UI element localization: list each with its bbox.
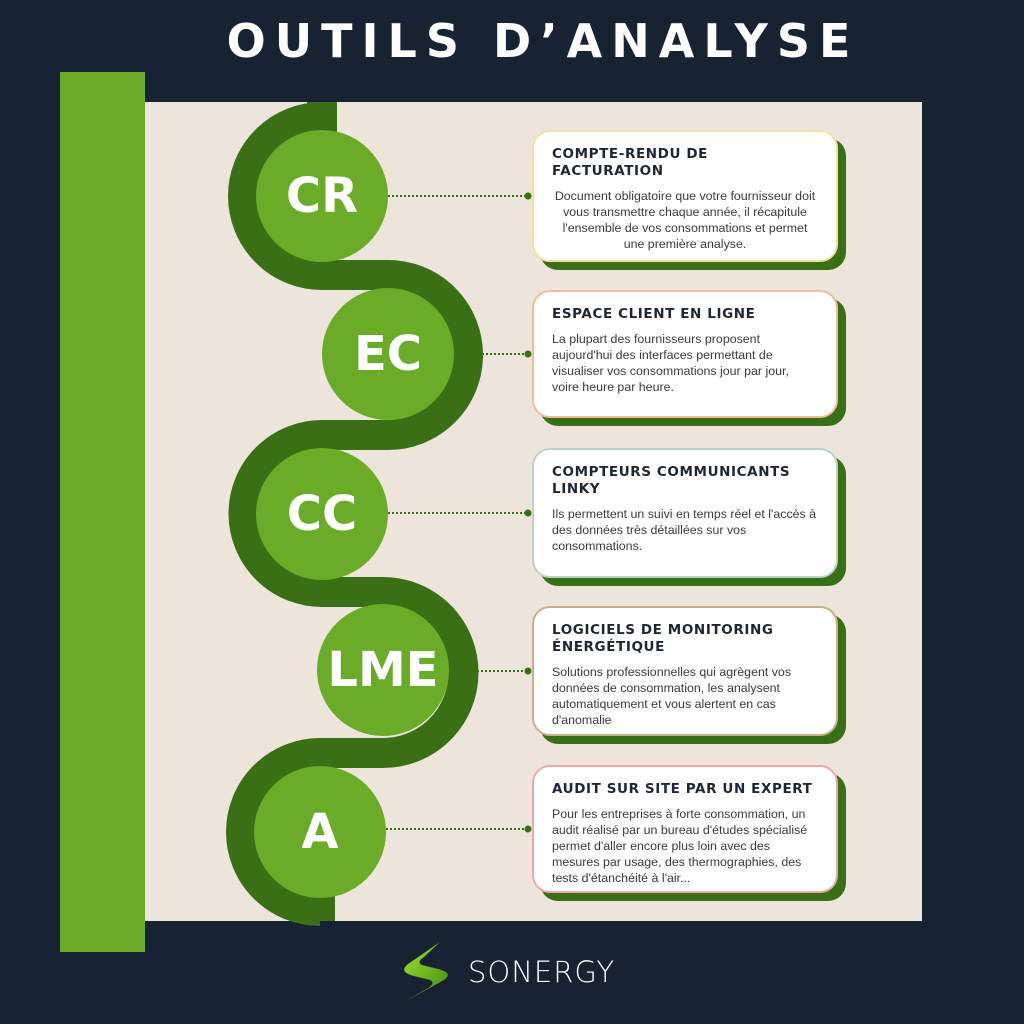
card-heading: AUDIT SUR SITE PAR UN EXPERT xyxy=(552,781,813,797)
card-description: Document obligatoire que votre fournisse… xyxy=(554,189,816,251)
brand-name: SONERGY xyxy=(468,955,616,989)
connector-dot xyxy=(524,350,532,358)
accent-bar xyxy=(60,72,145,952)
step-abbreviation: EC xyxy=(353,326,422,382)
page-title: OUTILS D’ANALYSE xyxy=(226,14,860,68)
step-abbreviation: A xyxy=(301,804,339,860)
step-abbreviation: CR xyxy=(285,168,359,224)
lightning-s-icon xyxy=(404,942,448,1002)
connector-dot xyxy=(524,667,532,675)
step-abbreviation: CC xyxy=(286,486,358,542)
info-card: COMPTEURS COMMUNICANTS LINKY Ils permette… xyxy=(532,448,838,578)
connector-dot xyxy=(524,825,532,833)
card-heading: COMPTEURS COMMUNICANTS LINKY xyxy=(552,464,791,497)
connector-dot xyxy=(524,509,532,517)
info-card: LOGICIELS DE MONITORING ÉNERGÉTIQUE Solut… xyxy=(532,606,838,736)
step-circle xyxy=(254,766,386,898)
card-description: Solutions professionnelles qui agrègent … xyxy=(552,665,792,727)
card-heading: ESPACE CLIENT EN LIGNE xyxy=(552,306,756,322)
step-circle xyxy=(322,288,454,420)
info-card: AUDIT SUR SITE PAR UN EXPERT Pour les ent… xyxy=(532,765,838,893)
step-abbreviation: LME xyxy=(327,642,439,698)
card-description: Pour les entreprises à forte consommatio… xyxy=(552,807,808,885)
info-card: ESPACE CLIENT EN LIGNE La plupart des fou… xyxy=(532,290,838,418)
card-description: La plupart des fournisseurs proposent au… xyxy=(552,332,789,394)
info-card: COMPTE-RENDU DE FACTURATION Document obli… xyxy=(532,130,838,262)
card-heading: COMPTE-RENDU DE FACTURATION xyxy=(552,146,708,179)
step-circle xyxy=(256,130,388,262)
snake-path xyxy=(226,102,483,926)
step-circle xyxy=(317,604,449,736)
step-circle xyxy=(256,448,388,580)
card-description: Ils permettent un suivi en temps réel et… xyxy=(552,507,817,553)
card-heading: LOGICIELS DE MONITORING ÉNERGÉTIQUE xyxy=(552,622,774,655)
connector-dot xyxy=(524,192,532,200)
